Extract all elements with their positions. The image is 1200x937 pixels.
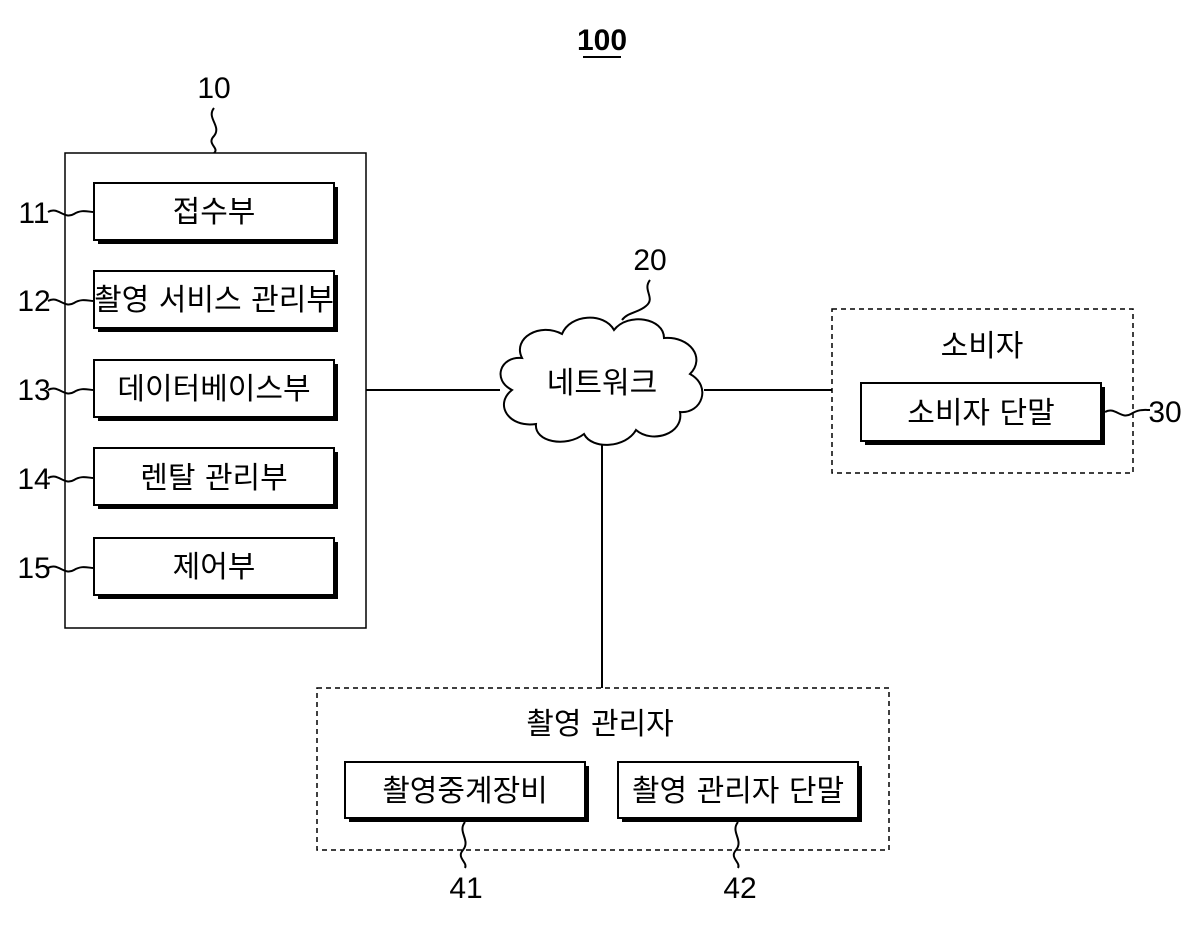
relay-equipment: 촬영중계장비	[345, 762, 589, 822]
module-label: 접수부	[173, 195, 256, 230]
module-ref: 13	[17, 374, 50, 407]
module-ref: 12	[17, 285, 50, 318]
manager-terminal-ref-label: 42	[723, 872, 756, 905]
module-ref: 15	[17, 552, 50, 585]
relay-equipment-label: 촬영중계장비	[382, 774, 548, 809]
server-ref-leader	[211, 108, 216, 153]
manager-terminal-ref-leader	[734, 822, 739, 868]
module-label: 제어부	[173, 550, 256, 585]
manager-terminal-label: 촬영 관리자 단말	[632, 774, 844, 809]
consumer-ref-leader	[1105, 410, 1150, 416]
module-label: 데이터베이스부	[117, 372, 310, 407]
manager-group-label: 촬영 관리자	[526, 707, 674, 742]
consumer-group-label: 소비자	[941, 329, 1024, 364]
relay-ref-leader	[461, 822, 466, 868]
figure-ref-100: 100	[577, 24, 627, 57]
network-label: 네트워크	[547, 366, 657, 401]
consumer-terminal: 소비자 단말	[861, 383, 1105, 445]
network-ref-leader	[622, 280, 650, 320]
network-ref-label: 20	[633, 244, 666, 277]
server-ref-label: 10	[197, 72, 230, 105]
consumer-ref-label: 30	[1148, 396, 1181, 429]
module-ref: 11	[18, 197, 49, 230]
relay-ref-label: 41	[449, 872, 482, 905]
module-ref: 14	[17, 463, 50, 496]
module-label: 촬영 서비스 관리부	[94, 283, 334, 318]
manager-terminal: 촬영 관리자 단말	[618, 762, 862, 822]
consumer-terminal-label: 소비자 단말	[907, 396, 1055, 431]
module-label: 렌탈 관리부	[140, 461, 288, 496]
